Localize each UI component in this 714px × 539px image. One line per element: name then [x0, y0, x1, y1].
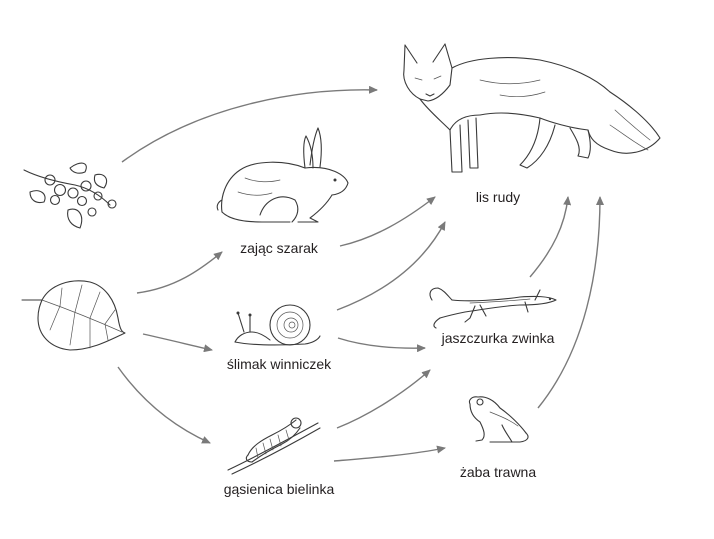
arrow-snail-to-fox [336, 221, 446, 311]
arrows [117, 85, 604, 462]
label-lis-rudy: lis rudy [475, 189, 521, 205]
leaf-icon [21, 280, 126, 351]
arrow-leaf-to-caterpillar [117, 366, 211, 444]
berries-icon [23, 162, 117, 229]
label-zaba-trawna: żaba trawna [459, 464, 537, 480]
label-jaszczurka-zwinka: jaszczurka zwinka [441, 330, 555, 346]
arrow-leaf-to-hare [136, 251, 223, 294]
arrow-leaf-to-snail [142, 333, 213, 353]
arrow-hare-to-fox [339, 196, 436, 247]
arrow-caterpillar-to-lizard [336, 369, 431, 429]
arrow-lizard-to-fox [529, 196, 572, 278]
arrow-caterpillar-to-frog [333, 445, 446, 462]
arrow-snail-to-lizard [337, 337, 426, 353]
arrow-berries-to-fox [121, 85, 378, 163]
label-slimak-winniczek: ślimak winniczek [226, 356, 332, 372]
fox-icon [403, 43, 661, 173]
arrow-frog-to-fox [537, 196, 604, 409]
caterpillar-icon [227, 417, 321, 475]
hare-icon [216, 127, 349, 223]
lizard-icon [429, 287, 557, 329]
frog-icon [468, 396, 529, 443]
label-zajac-szarak: zając szarak [240, 240, 318, 256]
snail-icon [234, 304, 321, 346]
label-gasienica-bielinka: gąsienica bielinka [223, 481, 335, 497]
